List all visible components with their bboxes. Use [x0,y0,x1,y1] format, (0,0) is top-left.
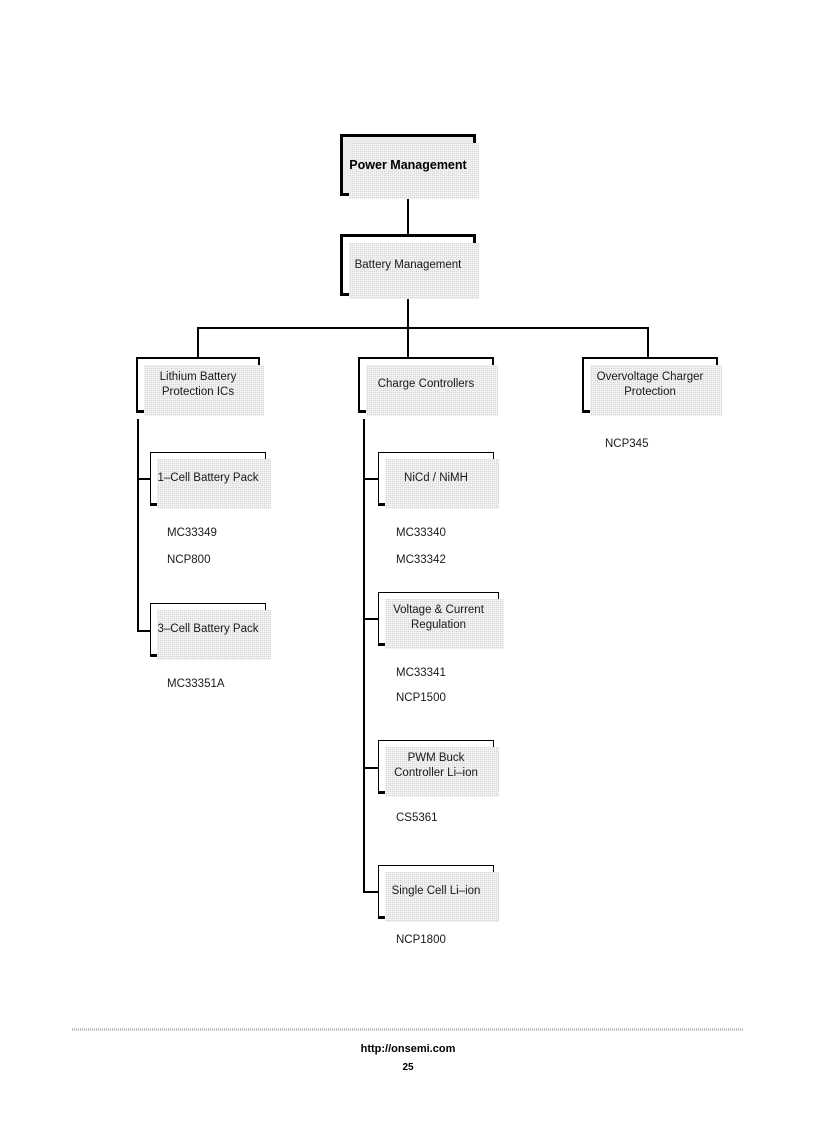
node-lithium-battery-protection-ics-label: Lithium Battery Protection ICs [159,370,237,398]
node-charge-controllers-label: Charge Controllers [377,378,475,391]
footer-divider [72,1028,744,1031]
node-overvoltage-charger-protection: Overvoltage Charger Protection [582,357,722,416]
part-label-ncp1800: NCP1800 [396,934,446,946]
node-single-cell-li-ion: Single Cell Li–ion [378,865,499,922]
connector-battery-to-bus [407,296,409,328]
connector-bus-drop-middle [407,327,409,357]
part-label-mc33341: MC33341 [396,667,446,679]
node-single-cell-li-ion-label: Single Cell Li–ion [391,884,481,897]
node-nicd-nimh: NiCd / NiMH [378,452,499,509]
footer-page-number: 25 [402,1062,414,1073]
part-label-mc33349: MC33349 [167,527,217,539]
node-3-cell-battery-pack-label: 3–Cell Battery Pack [157,622,259,635]
node-battery-management: Battery Management [340,234,479,299]
node-nicd-nimh-label: NiCd / NiMH [404,471,468,484]
connector-middle-stub-nicd [363,478,378,480]
connector-bus-horizontal [198,327,648,329]
part-label-ncp800: NCP800 [167,554,211,566]
connector-middle-stub-pwm [363,767,378,769]
part-label-mc33342: MC33342 [396,554,446,566]
node-charge-controllers: Charge Controllers [358,357,498,416]
connector-bus-drop-left [197,327,199,357]
node-power-management: Power Management [340,134,479,199]
node-pwm-buck-controller-li-ion: PWM Buck Controller Li–ion [378,740,499,797]
node-voltage-current-regulation-label: Voltage & Current Regulation [393,604,484,631]
connector-middle-stub-voltage [363,618,378,620]
part-label-ncp345: NCP345 [605,438,649,450]
node-voltage-current-regulation: Voltage & Current Regulation [378,592,504,649]
node-1-cell-battery-pack: 1–Cell Battery Pack [150,452,271,509]
node-lithium-battery-protection-ics: Lithium Battery Protection ICs [136,357,264,416]
part-label-mc33340: MC33340 [396,527,446,539]
part-label-ncp1500: NCP1500 [396,692,446,704]
connector-bus-drop-right [647,327,649,357]
node-3-cell-battery-pack: 3–Cell Battery Pack [150,603,271,660]
node-power-management-label: Power Management [349,157,467,172]
part-label-mc33351a: MC33351A [167,678,225,690]
node-pwm-buck-controller-li-ion-label: PWM Buck Controller Li–ion [394,752,478,779]
node-battery-management-label: Battery Management [354,258,462,271]
footer-url[interactable]: http://onsemi.com [360,1043,456,1055]
connector-middle-spine [363,419,365,893]
connector-middle-stub-single-cell [363,891,378,893]
connector-left-stub-1cell [137,478,151,480]
part-label-cs5361: CS5361 [396,812,438,824]
connector-left-spine [137,419,139,632]
connector-root-to-battery [407,196,409,234]
node-overvoltage-charger-protection-label: Overvoltage Charger Protection [596,370,704,398]
node-1-cell-battery-pack-label: 1–Cell Battery Pack [157,471,259,484]
connector-left-stub-3cell [137,630,151,632]
